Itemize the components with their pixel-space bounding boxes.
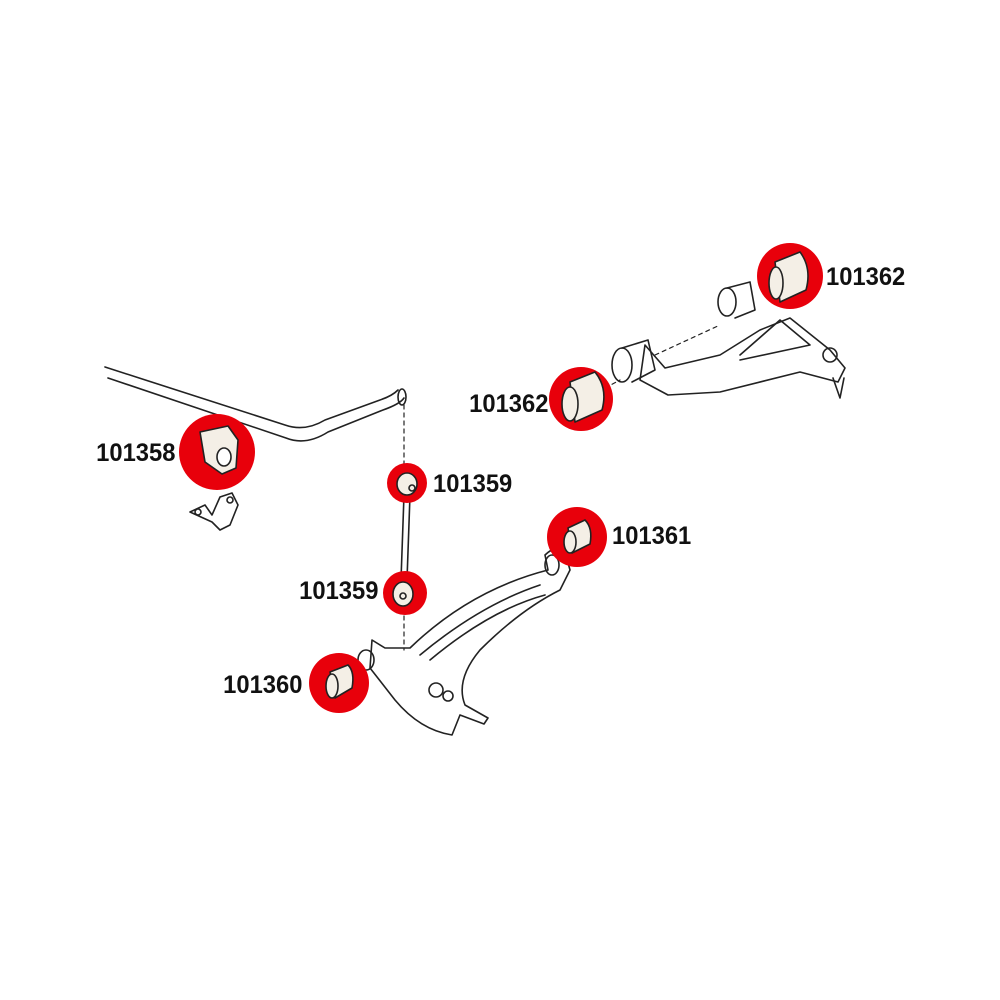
sway-bar	[104, 366, 407, 442]
part-number-label: 101360	[222, 671, 302, 699]
upper-control-arm	[611, 281, 846, 399]
lower-control-arm	[357, 548, 571, 736]
part-number-label: 101358	[95, 439, 175, 467]
sway-bar-bracket	[189, 492, 239, 531]
part-number-label: 101359	[433, 470, 513, 498]
part-number-label: 101362	[826, 263, 906, 291]
part-number-label: 101361	[612, 522, 692, 550]
bushings	[199, 251, 809, 699]
part-number-label: 101359	[298, 577, 378, 605]
end-link	[400, 494, 411, 581]
part-number-label: 101362	[468, 390, 548, 418]
